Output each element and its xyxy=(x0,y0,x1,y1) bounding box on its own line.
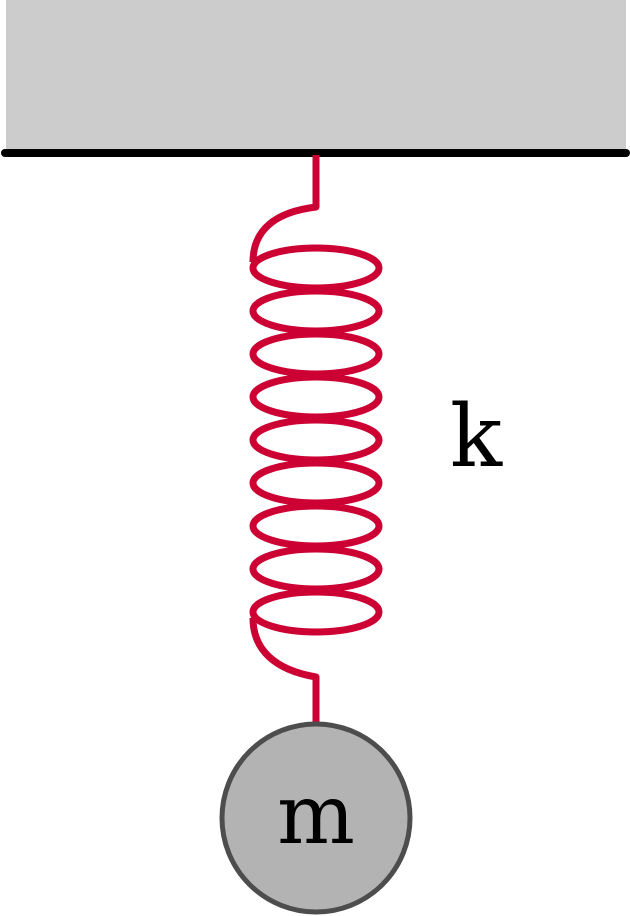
spring xyxy=(249,155,383,722)
mass-label: m xyxy=(277,768,355,863)
ceiling xyxy=(6,0,626,153)
spring-top-lead xyxy=(249,155,320,263)
spring-coil xyxy=(249,588,383,636)
spring-coil xyxy=(249,330,383,378)
spring-coil xyxy=(249,244,383,292)
spring-coil xyxy=(249,287,383,335)
mass xyxy=(219,721,413,915)
spring-coil xyxy=(249,545,383,593)
spring-coil xyxy=(249,416,383,464)
spring-bottom-lead xyxy=(249,617,320,722)
spring-coil xyxy=(249,459,383,507)
spring-coil xyxy=(249,502,383,550)
spring-constant-label: k xyxy=(450,387,503,487)
spring-coil xyxy=(249,373,383,421)
